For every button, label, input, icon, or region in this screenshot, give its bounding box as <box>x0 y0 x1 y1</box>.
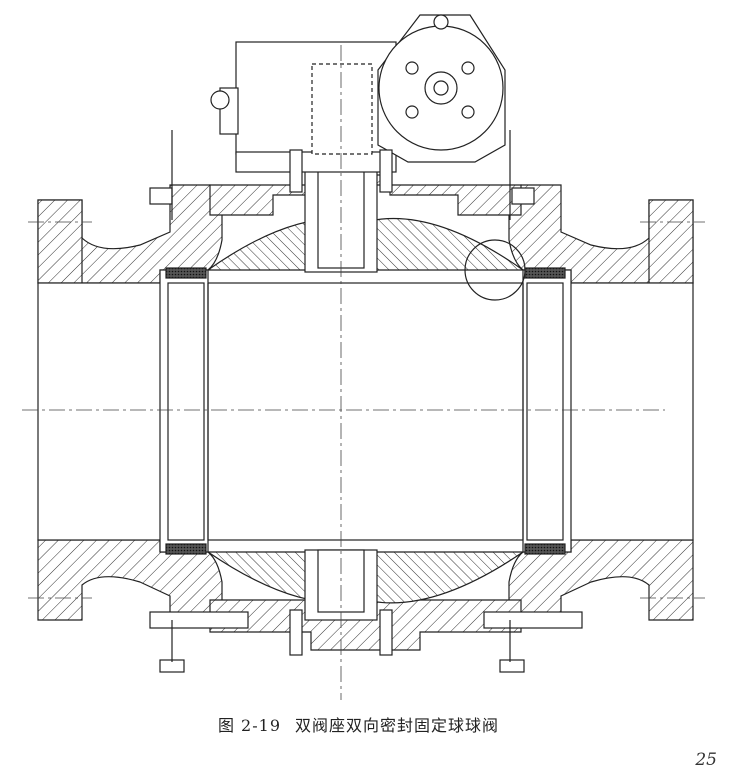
adapter-bolt-1 <box>405 61 419 75</box>
left-seat-inner <box>167 282 205 541</box>
adapter-top-pin <box>433 14 449 30</box>
adapter-bolt-2 <box>461 61 475 75</box>
lower-right-foot <box>499 659 525 673</box>
figure-caption: 图 2-19 双阀座双向密封固定球球阀 <box>0 712 731 736</box>
right-seat-inner <box>526 282 564 541</box>
valve-cross-section-drawing <box>22 14 705 700</box>
lower-bonnet <box>209 599 522 651</box>
gear-dashed-shaft <box>311 63 373 155</box>
lower-center-stud-right <box>379 609 393 656</box>
left-seat-seal-bottom <box>165 543 207 555</box>
adapter-hub-bore <box>433 80 449 96</box>
right-seat-seal-bottom <box>524 543 566 555</box>
lower-center-stud-left <box>289 609 303 656</box>
gear-side-knob <box>210 90 230 110</box>
page-number: 25 <box>695 750 717 770</box>
left-seat-seal-top <box>165 267 207 279</box>
lower-left-bolt <box>149 611 249 629</box>
adapter-bolt-3 <box>405 105 419 119</box>
gear-housing-flange <box>235 151 397 173</box>
figure-number: 图 2-19 <box>217 716 282 735</box>
left-flange-upper <box>37 199 83 284</box>
upper-left-bolt <box>149 187 173 205</box>
lower-right-bolt <box>483 611 583 629</box>
detail-callout-circle <box>464 239 526 301</box>
right-flange-upper <box>648 199 694 284</box>
upper-center-stud-left <box>289 149 303 193</box>
adapter-bolt-4 <box>461 105 475 119</box>
figure-title: 双阀座双向密封固定球球阀 <box>295 716 500 735</box>
upper-right-bolt <box>511 187 535 205</box>
upper-center-stud-right <box>379 149 393 193</box>
flow-bore <box>37 282 694 541</box>
right-seat-seal-top <box>524 267 566 279</box>
